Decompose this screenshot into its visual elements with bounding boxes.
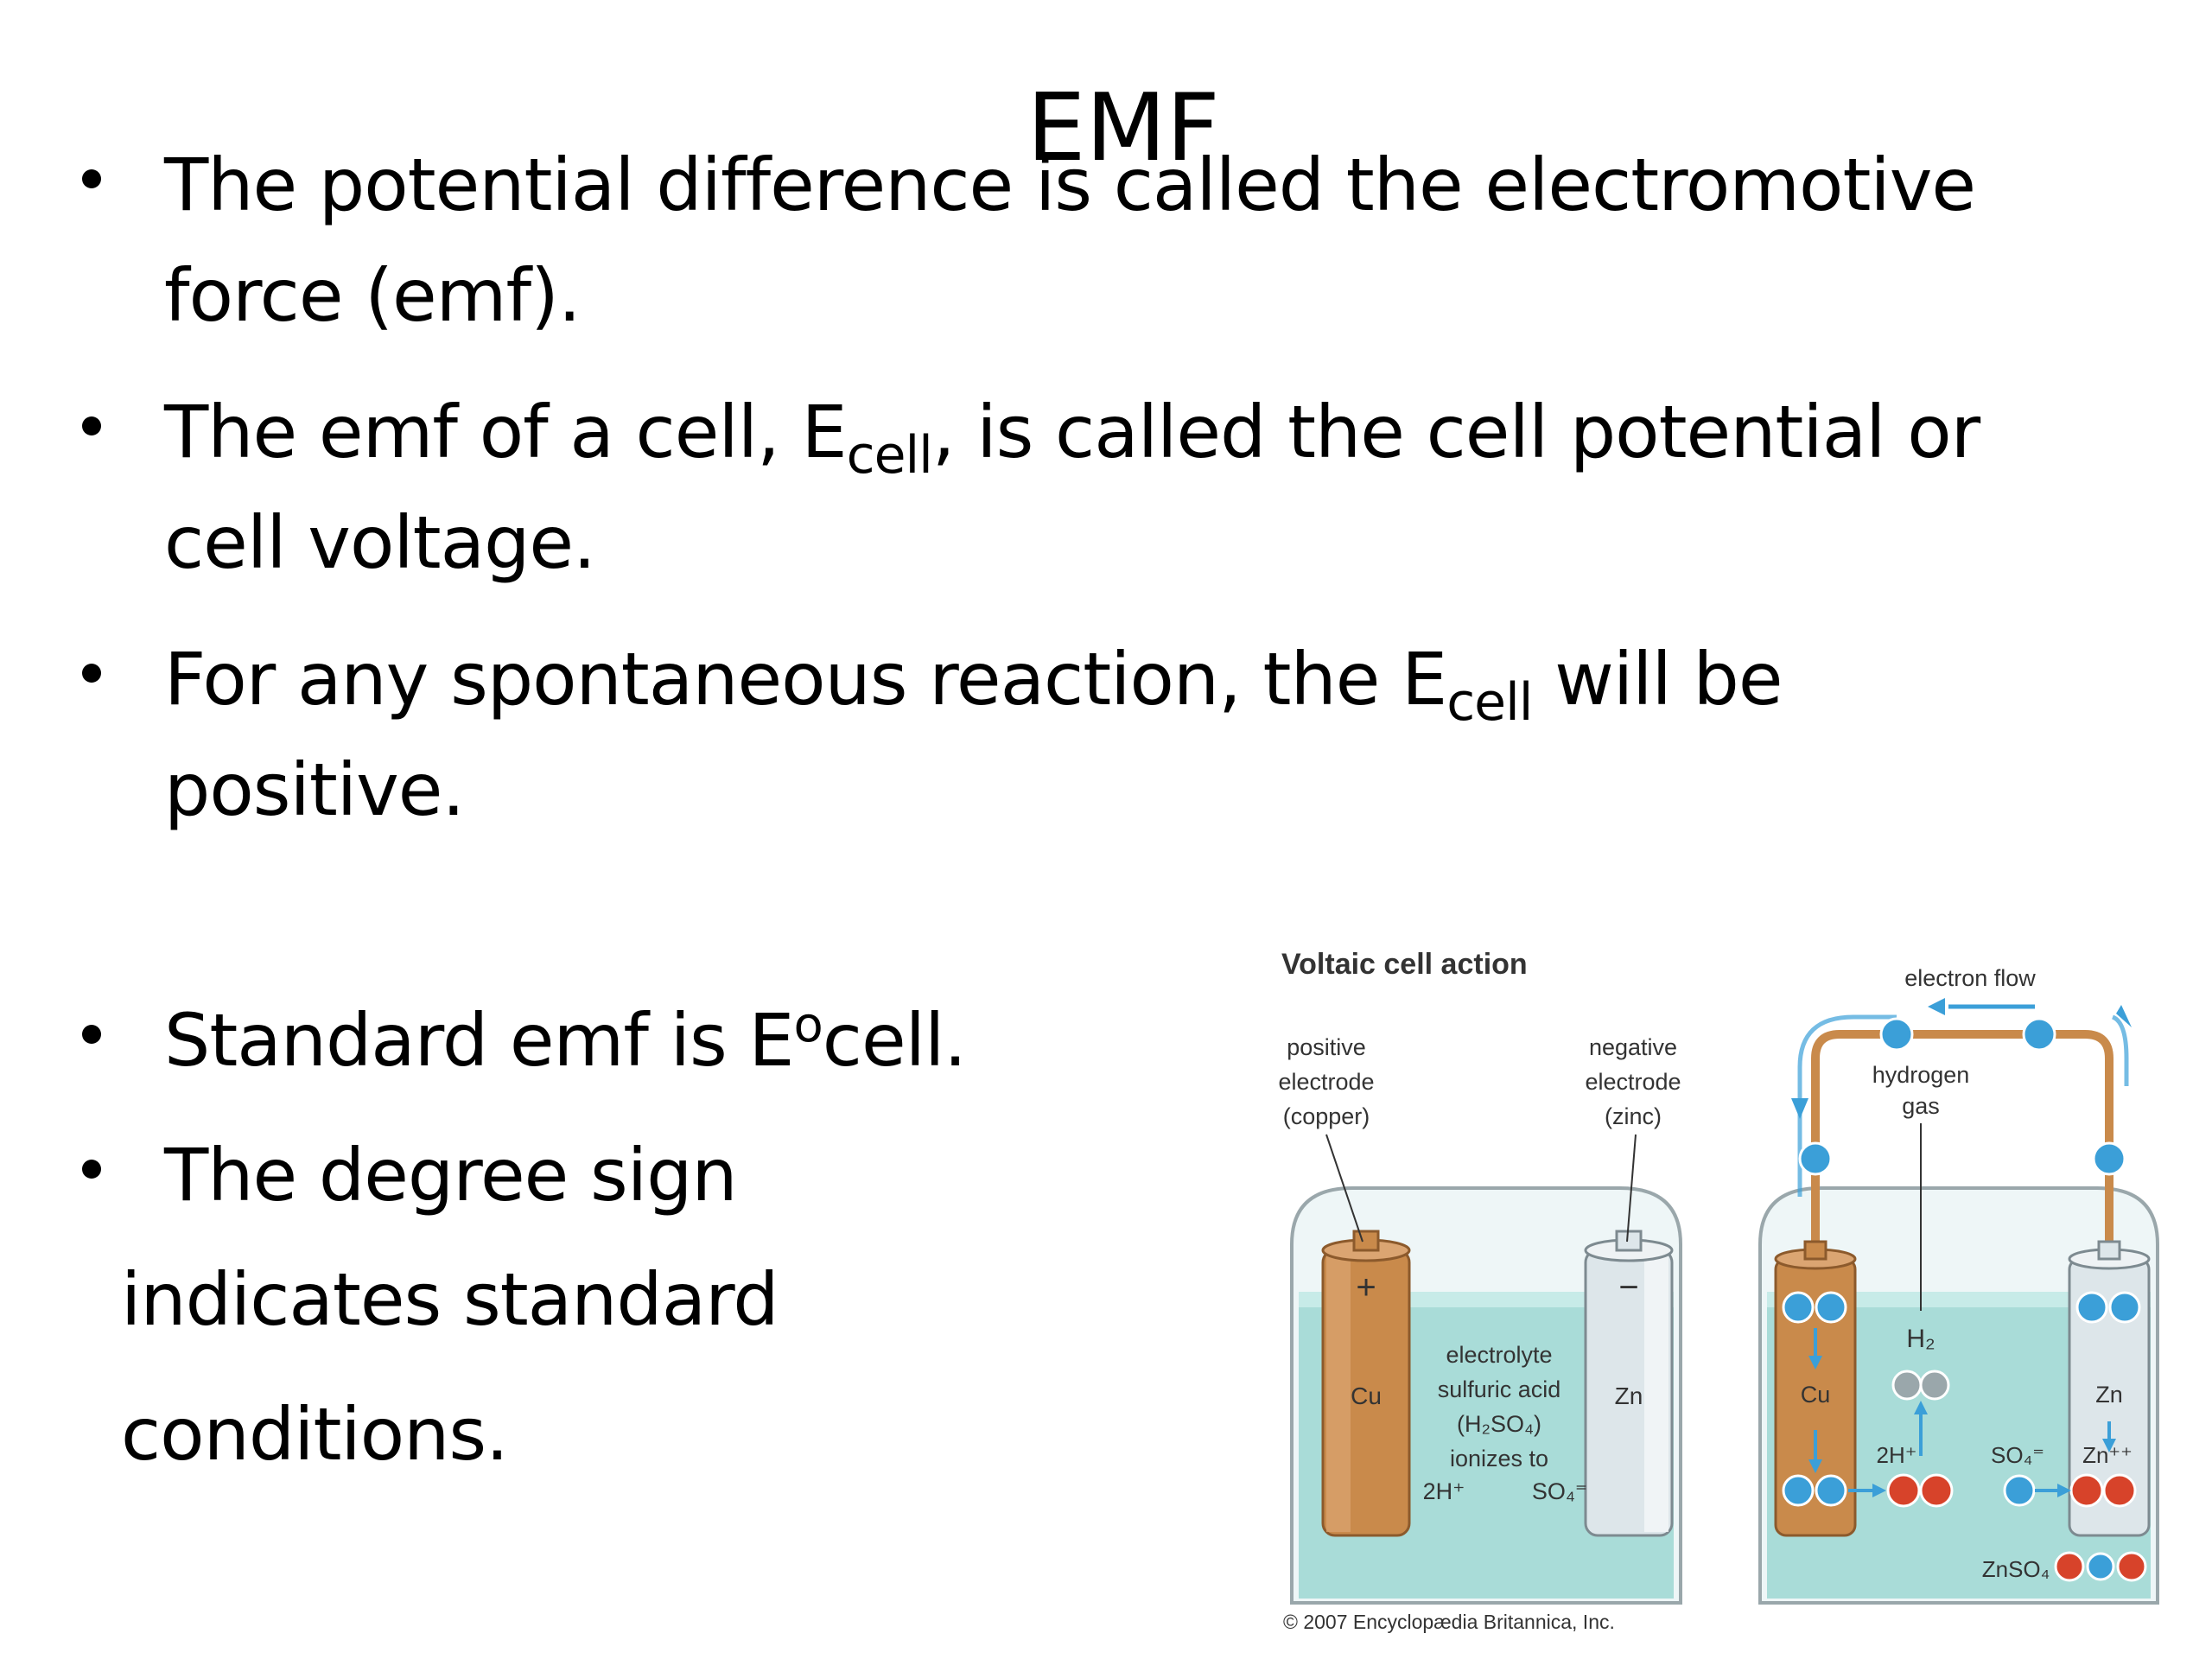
positive-electrode-line-2: electrode: [1278, 1069, 1374, 1095]
bullet-3: For any spontaneous reaction, the Ecell …: [164, 624, 1783, 845]
bullet-dot: [82, 1025, 101, 1044]
bullet-dot: [82, 169, 101, 188]
bullet-4-text-end: cell.: [822, 998, 967, 1083]
electrolyte-line-3: (H₂SO₄): [1457, 1411, 1541, 1437]
bullet-3-line-2: positive.: [164, 747, 465, 832]
bullet-4: Standard emf is Eocell.: [164, 985, 967, 1096]
negative-electrode-line-1: negative: [1589, 1034, 1677, 1060]
znso4-label: ZnSO₄: [1982, 1556, 2050, 1582]
wire: [1811, 1030, 2113, 1257]
bullet-3-text: For any spontaneous reaction, the E: [164, 637, 1447, 721]
h2-label: H₂: [1906, 1325, 1935, 1353]
bullet-1-line-1: The potential difference is called the e…: [164, 143, 1976, 227]
bullet-1-line-2: force (emf).: [164, 253, 582, 338]
ion-2h-right: 2H⁺: [1877, 1442, 1917, 1468]
right-beaker: electron flow Cu Zn: [1758, 965, 2159, 1605]
electron: [1798, 1141, 1833, 1176]
bullet-2-line-2: cell voltage.: [164, 500, 596, 585]
bullet-2-text: The emf of a cell, E: [164, 390, 848, 474]
ion-so4-right: SO₄⁼: [1991, 1442, 2044, 1468]
electrolyte-line-2: sulfuric acid: [1438, 1376, 1561, 1402]
negative-electrode-line-2: electrode: [1585, 1069, 1681, 1095]
bullet-2: The emf of a cell, Ecell, is called the …: [164, 377, 1980, 598]
hydrogen-gas-line-1: hydrogen: [1872, 1062, 1970, 1088]
positive-electrode-line-3: (copper): [1283, 1103, 1370, 1129]
bullet-dot: [82, 664, 101, 683]
electrolyte-line-4: ionizes to: [1450, 1446, 1548, 1471]
plus-sign: +: [1356, 1268, 1376, 1306]
positive-electrode-line-1: positive: [1287, 1034, 1366, 1060]
ion-2h-left: 2H⁺: [1423, 1478, 1465, 1504]
electron: [1879, 1017, 1914, 1052]
continuation-line-2: conditions.: [121, 1392, 509, 1477]
continuation-line-1: indicates standard: [121, 1257, 779, 1342]
electron: [2022, 1017, 2056, 1052]
bullet-4-superscript: o: [793, 997, 823, 1053]
bullet-3-text-end: will be: [1532, 637, 1783, 721]
electron-flow-label: electron flow: [1904, 965, 2036, 991]
zn-label-right: Zn: [2095, 1382, 2123, 1408]
bullet-1: The potential difference is called the e…: [164, 130, 1976, 351]
electron: [2092, 1141, 2126, 1176]
voltaic-cell-diagram: Voltaic cell action + − Cu Zn electrolyt…: [1257, 938, 2182, 1637]
negative-electrode-line-3: (zinc): [1605, 1103, 1662, 1129]
bullet-2-text-end: , is called the cell potential or: [931, 390, 1980, 474]
minus-sign: −: [1618, 1268, 1638, 1306]
zn-ion-label: Zn⁺⁺: [2082, 1442, 2133, 1468]
left-beaker: + − Cu Zn electrolyte sulfuric acid (H₂S…: [1278, 1034, 1682, 1605]
diagram-title: Voltaic cell action: [1281, 948, 1528, 981]
slide-title: EMF: [1027, 74, 1220, 182]
bullet-dot: [82, 1160, 101, 1179]
copyright-notice: © 2007 Encyclopædia Britannica, Inc.: [1283, 1611, 1615, 1633]
bullet-2-subscript: cell: [846, 425, 933, 486]
cu-label: Cu: [1351, 1382, 1382, 1409]
bullet-4-text: Standard emf is E: [164, 998, 794, 1083]
bullet-3-subscript: cell: [1446, 672, 1533, 733]
electrolyte-line-1: electrolyte: [1446, 1342, 1552, 1368]
cu-label-right: Cu: [1801, 1382, 1831, 1408]
bullet-dot: [82, 416, 101, 435]
bullet-5-text: The degree sign: [164, 1133, 738, 1217]
zn-label: Zn: [1615, 1382, 1643, 1409]
ion-so4-left: SO₄⁼: [1532, 1478, 1587, 1504]
hydrogen-gas-line-2: gas: [1902, 1093, 1940, 1119]
bullet-5: The degree sign: [164, 1120, 738, 1230]
